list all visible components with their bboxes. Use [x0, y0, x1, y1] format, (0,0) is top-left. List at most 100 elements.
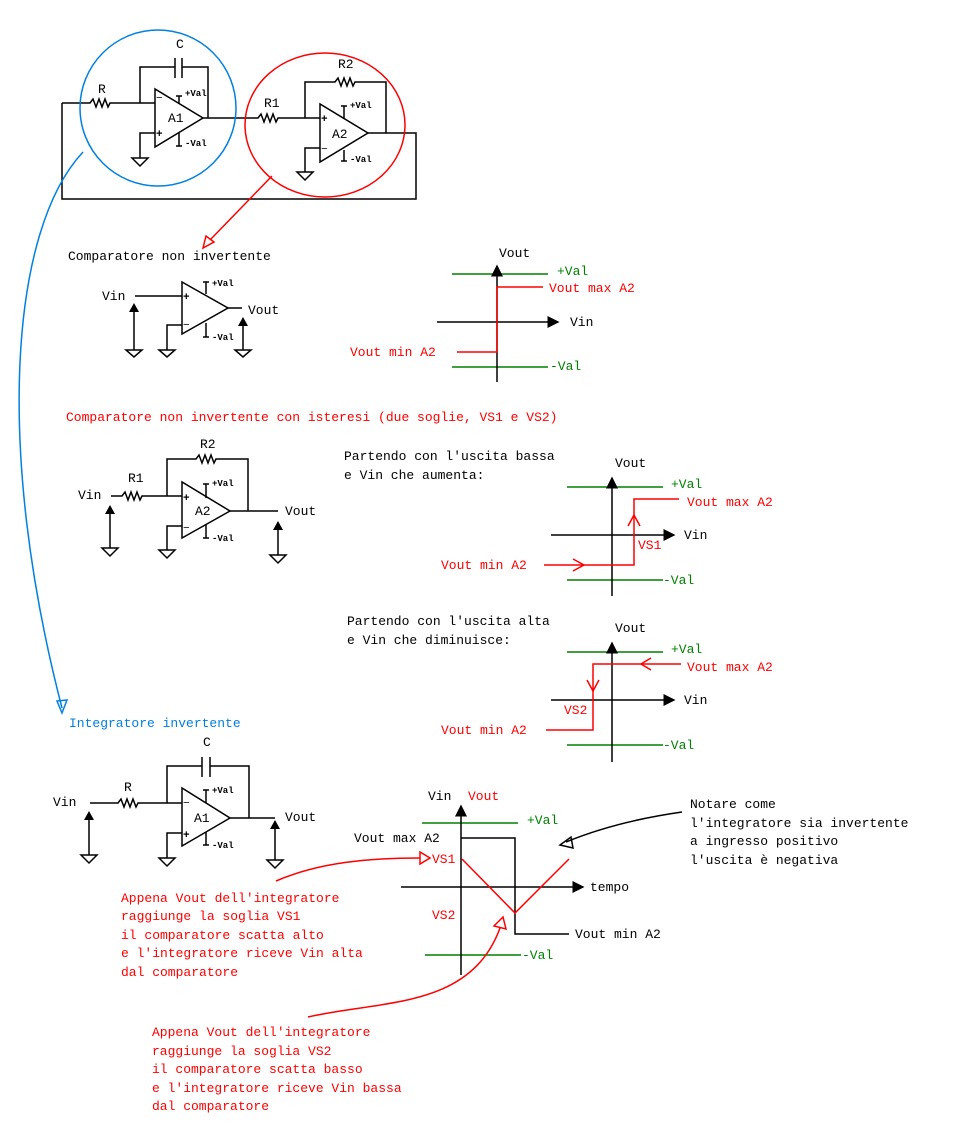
c-label: C [176, 37, 184, 52]
vs2-label: VS2 [564, 703, 587, 718]
vs1-label: VS1 [432, 852, 456, 867]
vout-arrow-icon [270, 820, 280, 829]
note-line: l'uscita è negativa [690, 853, 838, 868]
integrator-circuit: A1 − + +Val -Val R C Vin Vout [53, 735, 316, 870]
comparator-transfer-graph: Vout Vin +Val -Val Vout max A2 Vout min … [350, 246, 635, 382]
r-label: R [98, 82, 106, 97]
vout-label: Vout [285, 504, 316, 519]
a2-minus: − [321, 144, 328, 156]
neg-rail-label: -Val [663, 573, 694, 588]
falling-hysteresis-graph: Vout Vin +Val -Val Vout max A2 Vout min … [441, 621, 773, 762]
resistor-r [62, 96, 155, 110]
vout-max-label: Vout max A2 [687, 495, 773, 510]
note-pointer-arrow [565, 811, 683, 843]
pos-rail-label: +Val [671, 642, 702, 657]
ground-icon [130, 132, 155, 168]
opamp-a1: A1 − + +Val -Val [154, 87, 207, 149]
a2-plus: + [321, 114, 328, 126]
annotation-line: e l'integratore riceve Vin alta [121, 946, 363, 961]
vout-min-label: Vout min A2 [575, 927, 661, 942]
a2-label: A2 [332, 127, 348, 142]
annotation-line: il comparatore scatta basso [152, 1062, 363, 1077]
a2-minus-val: -Val [350, 155, 372, 165]
r2-label: R2 [200, 437, 216, 452]
c-label: C [203, 735, 211, 750]
hc-minus: − [183, 523, 190, 535]
comparator-square-wave [461, 837, 569, 935]
vin-label: Vin [53, 795, 76, 810]
comparator-circuit: + − +Val -Val Vin Vout [102, 279, 279, 358]
pos-rail-label: +Val [557, 264, 588, 279]
x-axis-label: tempo [590, 880, 629, 895]
x-axis-label: Vin [570, 315, 593, 330]
vout-max-label: Vout max A2 [687, 660, 773, 675]
pos-rail-label: +Val [671, 477, 702, 492]
rising-caption-2: e Vin che aumenta: [344, 468, 484, 483]
hysteresis-comparator-circuit: A2 + − +Val -Val R1 R2 Vin Vout [78, 437, 316, 565]
y-axis-label: Vout [615, 456, 646, 471]
up-arrow-icon [627, 513, 641, 527]
r1-label: R1 [264, 96, 280, 111]
section1-title: Comparatore non invertente [68, 249, 271, 264]
feedback-loop-wire [61, 103, 417, 200]
red-pointer-arrow [209, 175, 273, 241]
hc-plus: + [183, 493, 190, 505]
capacitor-c [139, 58, 209, 118]
vs2-pointer-arrow [307, 927, 501, 1018]
vout-min-label: Vout min A2 [441, 558, 527, 573]
ground-icon [295, 147, 320, 182]
hc-minus-val: -Val [212, 534, 234, 544]
resistor-r1 [203, 111, 320, 125]
cmp-plus-val: +Val [212, 279, 234, 289]
vin-arrow-icon [84, 811, 94, 820]
top-circuit: A1 − + +Val -Val R C R1 A2 + − +Val -Val [61, 29, 417, 200]
annotation-line: il comparatore scatta alto [121, 928, 324, 943]
a1-plus: + [156, 129, 163, 141]
a2-label: A2 [195, 504, 211, 519]
annotation-line: Appena Vout dell'integratore [121, 891, 339, 906]
red-arrowhead-icon [419, 850, 432, 866]
section2-title: Comparatore non invertente con isteresi … [66, 410, 557, 425]
annotation-line: dal comparatore [121, 965, 238, 980]
vin-label: Vin [102, 289, 125, 304]
x-axis-label: Vin [684, 693, 707, 708]
r2-label: R2 [338, 57, 354, 72]
vin-arrow-icon [105, 505, 115, 514]
red-arrowhead-icon [492, 915, 508, 931]
y-axis-label: Vout [615, 621, 646, 636]
oscillation-timing-graph: Vin Vout tempo +Val -Val Vout max A2 Vou… [354, 789, 661, 975]
vout-max-label: Vout max A2 [354, 831, 440, 846]
note-text: Notare come l'integratore sia invertente… [690, 797, 908, 868]
int-minus-val: -Val [212, 841, 234, 851]
neg-rail-label: -Val [663, 738, 694, 753]
blue-arrowhead-icon [55, 699, 69, 716]
vs1-label: VS1 [638, 538, 662, 553]
vs1-pointer-arrow [275, 857, 421, 882]
right-arrow-icon [572, 558, 586, 572]
vout-arrow-icon [238, 317, 248, 326]
integrator-highlight-circle [79, 29, 237, 187]
annotation-line: Appena Vout dell'integratore [152, 1025, 370, 1040]
down-arrow-icon [586, 679, 600, 693]
cmp-plus: + [183, 292, 190, 304]
int-plus-val: +Val [212, 786, 234, 796]
y-axis-vout-label: Vout [468, 789, 499, 804]
a1-label: A1 [168, 111, 184, 126]
red-arrowhead-icon [201, 234, 216, 250]
int-plus: + [183, 830, 190, 842]
vout-label: Vout [285, 810, 316, 825]
note-line: Notare come [690, 797, 776, 812]
cmp-minus: − [183, 320, 190, 332]
a1-label: A1 [194, 811, 210, 826]
opamp-a2: A2 + − +Val -Val [319, 101, 372, 165]
note-line: l'integratore sia invertente [690, 816, 908, 831]
note-line: a ingresso positivo [690, 834, 838, 849]
integrator-triangle-wave [461, 858, 570, 915]
hc-plus-val: +Val [212, 479, 234, 489]
rising-caption-1: Partendo con l'uscita bassa [344, 449, 555, 464]
vs2-label: VS2 [432, 908, 455, 923]
a1-minus: − [156, 93, 163, 105]
annotation-vs1: Appena Vout dell'integratore raggiunge l… [121, 891, 363, 980]
vin-label: Vin [78, 488, 101, 503]
